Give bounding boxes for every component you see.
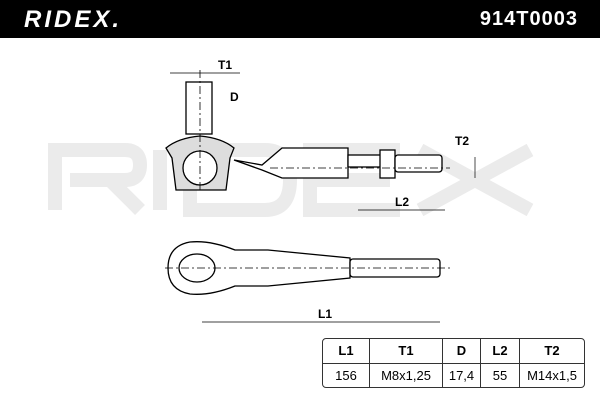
header-l2: L2: [481, 339, 520, 364]
header-d: D: [443, 339, 481, 364]
label-t2: T2: [455, 134, 470, 148]
spec-table-header-row: L1 T1 D L2 T2: [323, 339, 584, 364]
brand-logo: RIDEX.: [24, 6, 123, 33]
top-view: [165, 241, 450, 323]
label-t1: T1: [218, 58, 233, 72]
header-bar: RIDEX. 914T0003: [0, 0, 600, 38]
spec-table-value-row: 156 M8x1,25 17,4 55 M14x1,5: [323, 363, 584, 387]
spec-table: L1 T1 D L2 T2 156 M8x1,25 17,4 55 M14x1,…: [322, 338, 585, 388]
header-t2: T2: [520, 339, 584, 364]
value-l2: 55: [481, 363, 520, 387]
label-l1: L1: [318, 307, 333, 321]
header-l1: L1: [323, 339, 370, 364]
label-d: D: [230, 90, 239, 104]
label-l2: L2: [395, 195, 410, 209]
side-view: [165, 70, 476, 211]
header-t1: T1: [370, 339, 443, 364]
value-l1: 156: [323, 363, 370, 387]
part-number: 914T0003: [479, 8, 578, 30]
value-t1: M8x1,25: [370, 363, 443, 387]
value-t2: M14x1,5: [527, 367, 577, 383]
value-d: 17,4: [443, 363, 481, 387]
